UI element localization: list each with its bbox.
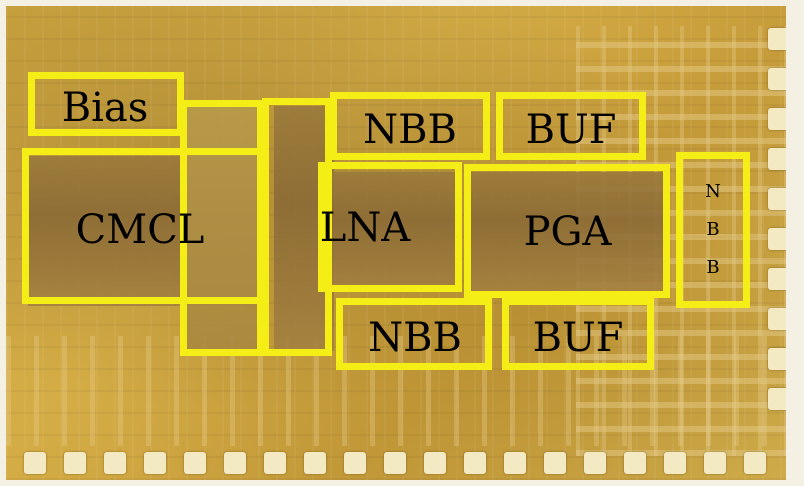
chip-micrograph xyxy=(6,6,786,480)
pga-label: PGA xyxy=(523,209,612,255)
buf-bottom-outline xyxy=(502,298,654,370)
nbb-right-outline xyxy=(676,152,750,308)
bias-label: Bias xyxy=(61,85,149,131)
lna-main-core xyxy=(326,172,456,292)
lna-label: LNA xyxy=(319,205,411,251)
cmcl-label: CMCL xyxy=(75,207,205,253)
buf-top-outline xyxy=(496,92,646,160)
lna-main-outline xyxy=(318,162,462,292)
buf-top-label: BUF xyxy=(525,107,617,153)
pga-block-outline xyxy=(464,164,670,298)
nbb-right-letter-n: N xyxy=(705,181,721,202)
nbb-right-letter-b2: B xyxy=(706,257,720,278)
nbb-bottom-outline xyxy=(336,298,492,370)
pga-core xyxy=(468,172,668,292)
buf-bottom-label: BUF xyxy=(532,315,624,361)
lna-block-outline xyxy=(262,98,332,356)
cmcl-tail-outline xyxy=(180,100,264,356)
nbb-top-label: NBB xyxy=(363,107,457,153)
nbb-bottom-label: NBB xyxy=(368,315,462,361)
nbb-top-outline xyxy=(330,92,490,160)
metal-tracks-bottom xyxy=(6,336,786,446)
cmcl-tail-core xyxy=(182,106,262,351)
nbb-right-letter-b1: B xyxy=(706,219,720,240)
